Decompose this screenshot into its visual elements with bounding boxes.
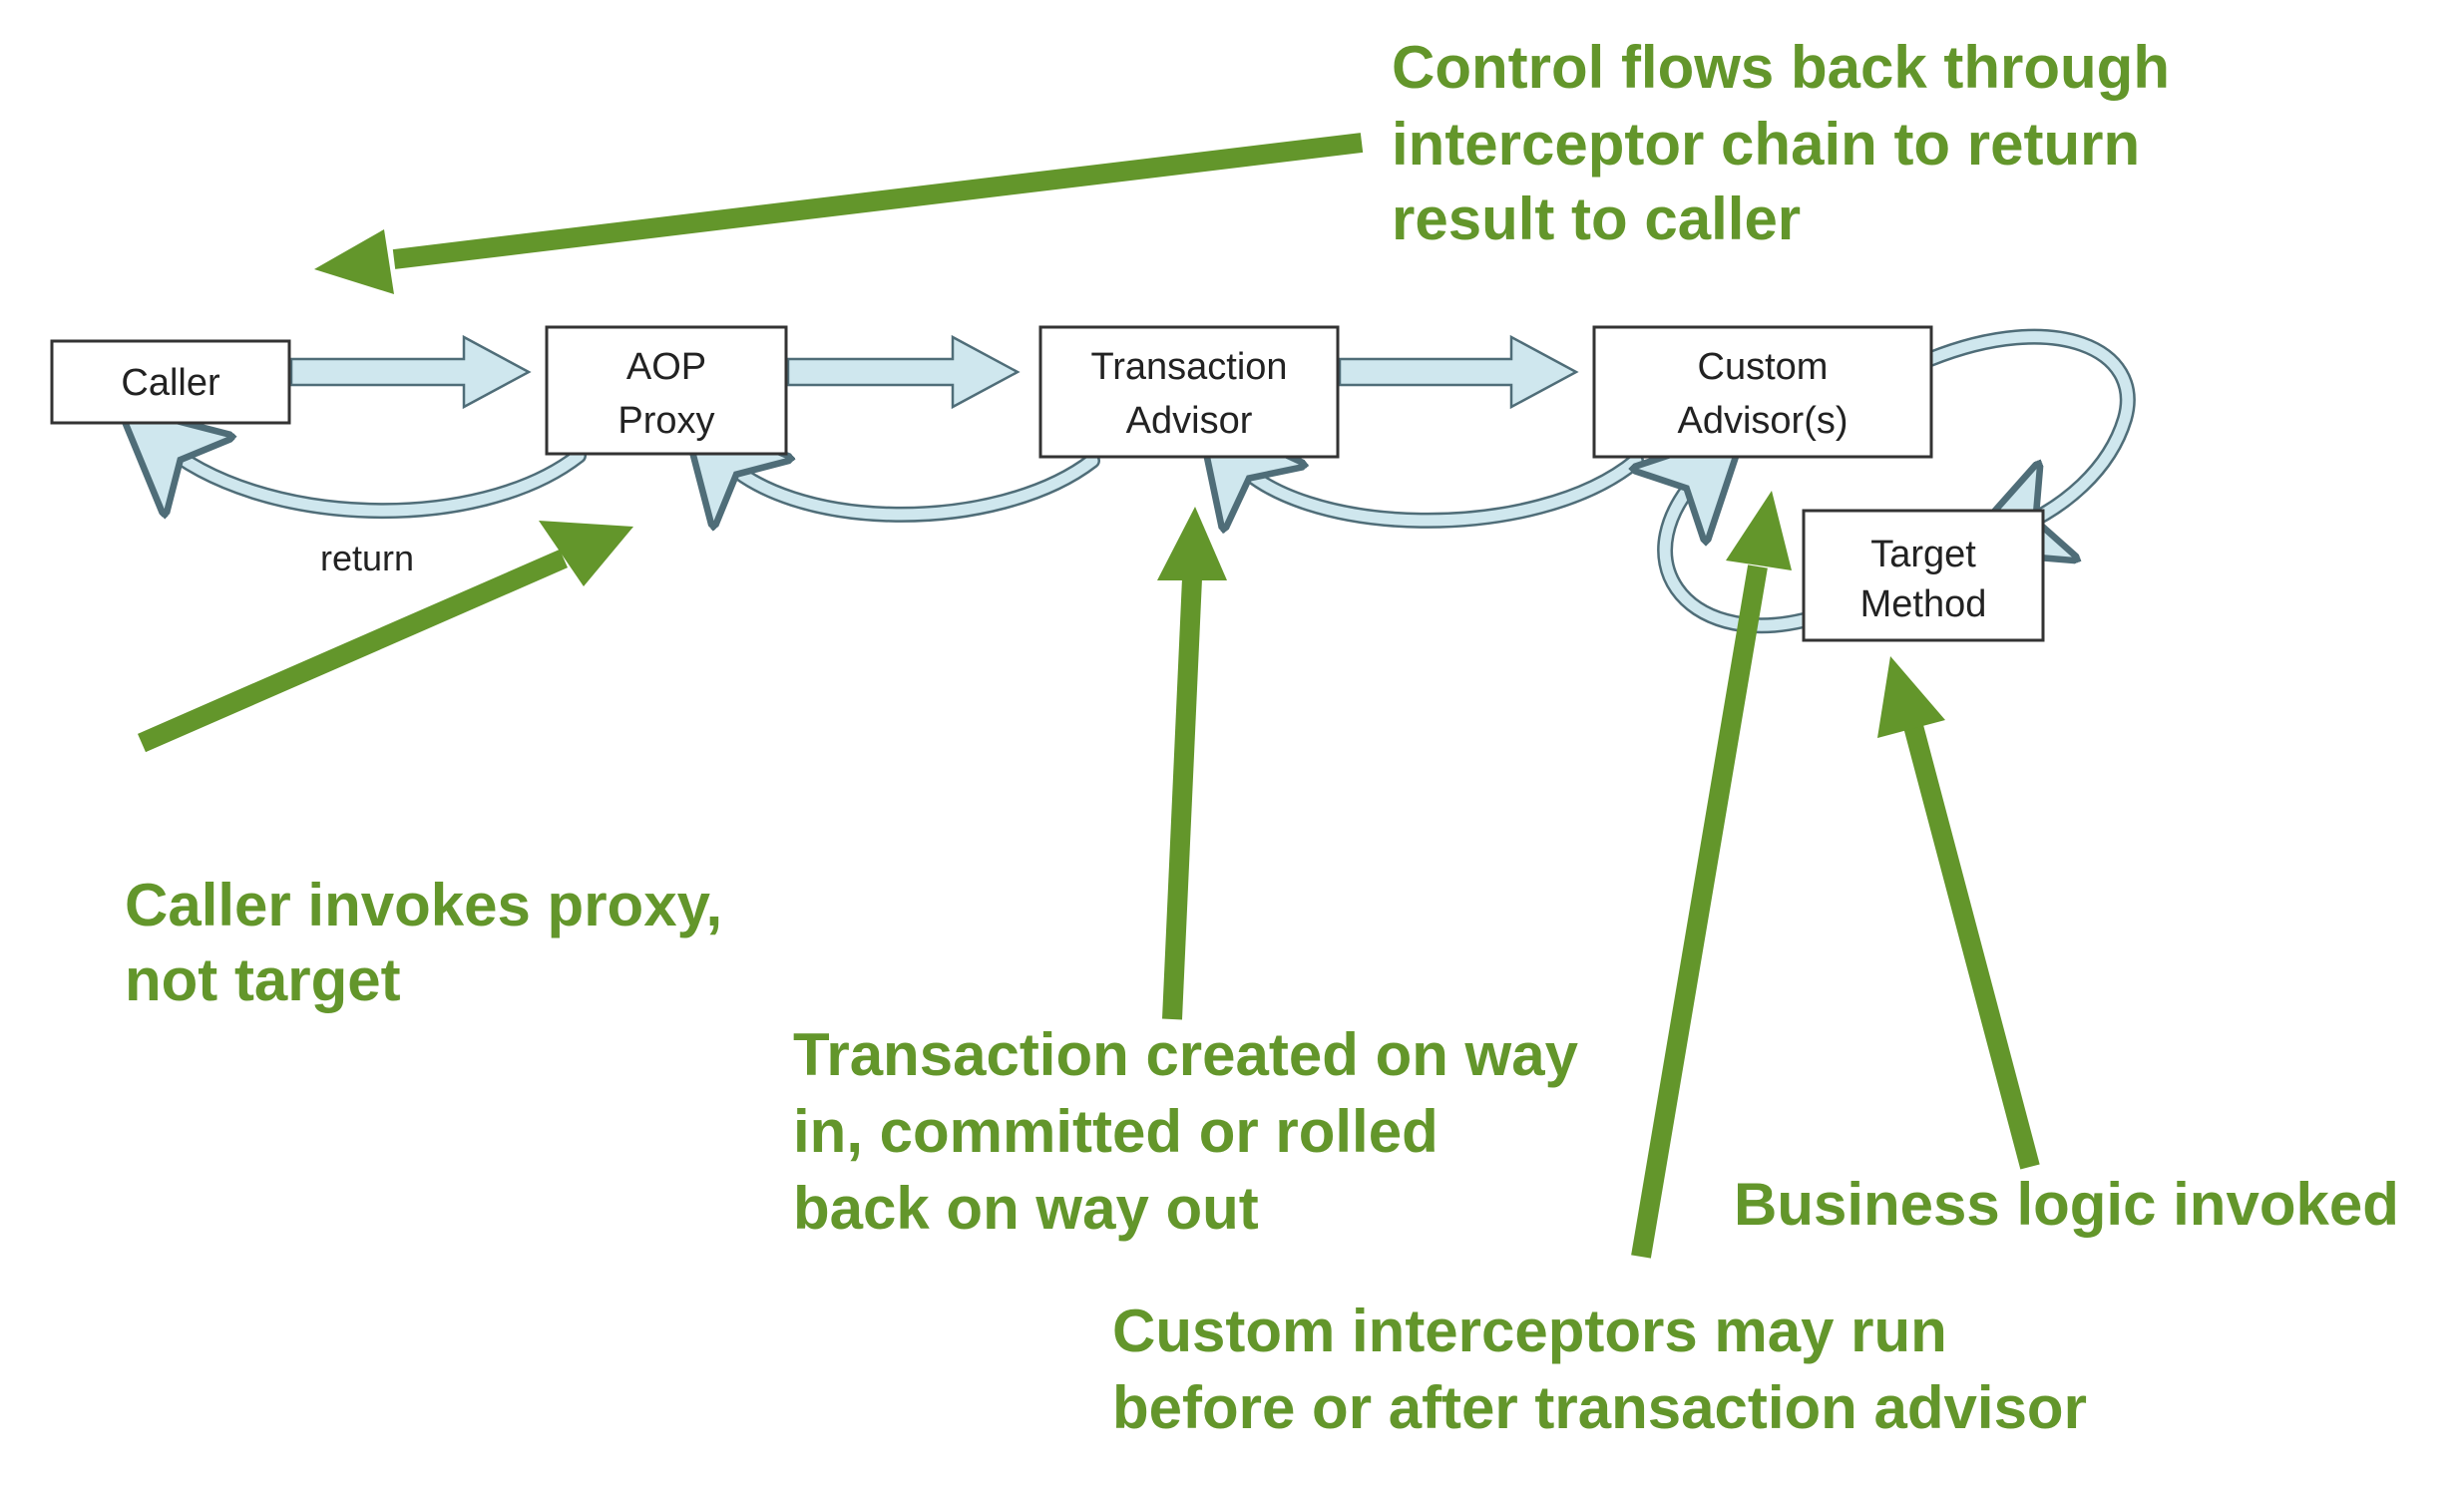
annotation-arrowhead-custom-interceptors [1726,491,1792,570]
annotation-control-flow-line2: interceptor chain to return [1392,111,2140,178]
node-custom-advisor: Custom Advisor(s) [1592,325,1933,459]
annotation-custom-interceptors-line2: before or after transaction advisor [1112,1374,2087,1441]
annotation-transaction-created-line3: back on way out [793,1175,1259,1242]
return-arrow-transaction-to-proxy [710,446,1100,523]
annotation-arrow-custom-interceptors [1631,564,1768,1259]
forward-arrows [289,334,1579,410]
aop-proxy-label-line2: Proxy [617,400,714,442]
node-caller: Caller [50,339,291,425]
annotation-business-logic: Business logic invoked [1734,1171,2399,1238]
forward-arrow-transaction-to-custom [1338,334,1579,410]
return-arrow-custom-to-transaction [1224,449,1644,529]
transaction-advisor-label-line2: Advisor [1126,400,1253,442]
transaction-advisor-label-line1: Transaction [1090,346,1287,388]
annotation-arrow-caller-invokes [137,549,569,753]
custom-advisor-label-line1: Custom [1698,346,1829,388]
annotation-caller-invokes: Caller invokes proxy, not target [125,872,722,1013]
target-method-label-line1: Target [1870,534,1976,575]
annotation-custom-interceptors: Custom interceptors may run before or af… [1112,1298,2087,1441]
annotation-arrow-transaction [1162,577,1202,1020]
annotation-arrows [137,133,2040,1259]
annotation-arrow-business-logic [1903,723,2040,1170]
forward-arrow-caller-to-proxy [289,334,532,410]
annotation-arrowhead-caller-invokes [539,521,633,586]
annotation-arrowhead-transaction [1157,507,1227,580]
annotation-transaction-created-line1: Transaction created on way [793,1021,1579,1088]
annotation-arrow-control-flow [392,133,1364,269]
annotation-transaction-created: Transaction created on way in, committed… [793,1021,1579,1242]
node-aop-proxy: AOP Proxy [545,325,788,456]
custom-advisor-label-line2: Advisor(s) [1677,400,1848,442]
annotation-caller-invokes-line2: not target [125,946,401,1013]
forward-arrow-proxy-to-transaction [786,334,1021,410]
call-arrow-custom-to-target [1922,328,2136,539]
annotation-business-logic-line1: Business logic invoked [1734,1171,2399,1238]
annotation-custom-interceptors-line1: Custom interceptors may run [1112,1298,1947,1364]
annotation-control-flow-line3: result to caller [1392,186,1801,252]
annotation-control-flow: Control flows back through interceptor c… [1392,34,2170,252]
annotation-caller-invokes-line1: Caller invokes proxy, [125,872,722,938]
annotation-arrowhead-control-flow [314,229,394,294]
node-transaction-advisor: Transaction Advisor [1038,325,1340,459]
annotation-arrowhead-business-logic [1877,656,1945,738]
target-method-label-line2: Method [1860,583,1987,625]
caller-label: Caller [121,362,220,404]
return-arrows [160,328,2136,634]
annotation-control-flow-line1: Control flows back through [1392,34,2170,101]
aop-proxy-label-line1: AOP [626,346,706,388]
return-label: return [320,538,414,578]
annotation-transaction-created-line2: in, committed or rolled [793,1098,1438,1165]
node-target-method: Target Method [1802,509,2045,642]
